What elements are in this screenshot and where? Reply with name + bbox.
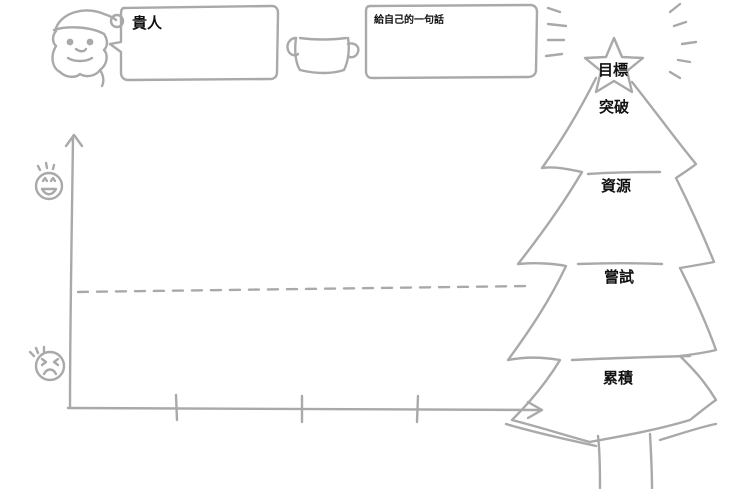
tree-goal-label: 目標 — [598, 61, 629, 79]
tree-base-line — [504, 422, 598, 448]
y-axis — [68, 134, 75, 410]
x-tick-1 — [174, 393, 179, 422]
coffee-cup-icon — [286, 36, 360, 75]
sad-face-icon — [28, 345, 66, 382]
tree-base-right — [658, 422, 718, 442]
happy-face-icon — [34, 161, 64, 201]
tree-level-breakthrough: 突破 — [599, 98, 630, 116]
tree-level-resources: 資源 — [601, 177, 632, 195]
tree-line-1 — [586, 170, 662, 176]
midline-dashed — [76, 284, 530, 294]
x-axis — [66, 406, 542, 412]
santa-icon — [51, 9, 125, 88]
note-label: 給自己的一句話 — [374, 15, 444, 26]
tree-line-3 — [570, 354, 692, 362]
x-axis-arrow — [526, 400, 544, 420]
tree-trunk — [596, 432, 654, 489]
tree-line-2 — [576, 262, 664, 266]
sparkle-lines — [544, 2, 698, 80]
tree-level-attempts: 嘗試 — [604, 268, 635, 286]
tree-level-accumulation: 累積 — [603, 369, 634, 387]
mentor-box — [108, 4, 280, 82]
x-tick-3 — [415, 394, 420, 424]
mentor-label: 貴人 — [132, 14, 163, 32]
christmas-tree — [506, 76, 718, 444]
note-box — [364, 3, 539, 80]
star-icon — [583, 36, 645, 94]
y-axis-arrow — [64, 133, 84, 148]
